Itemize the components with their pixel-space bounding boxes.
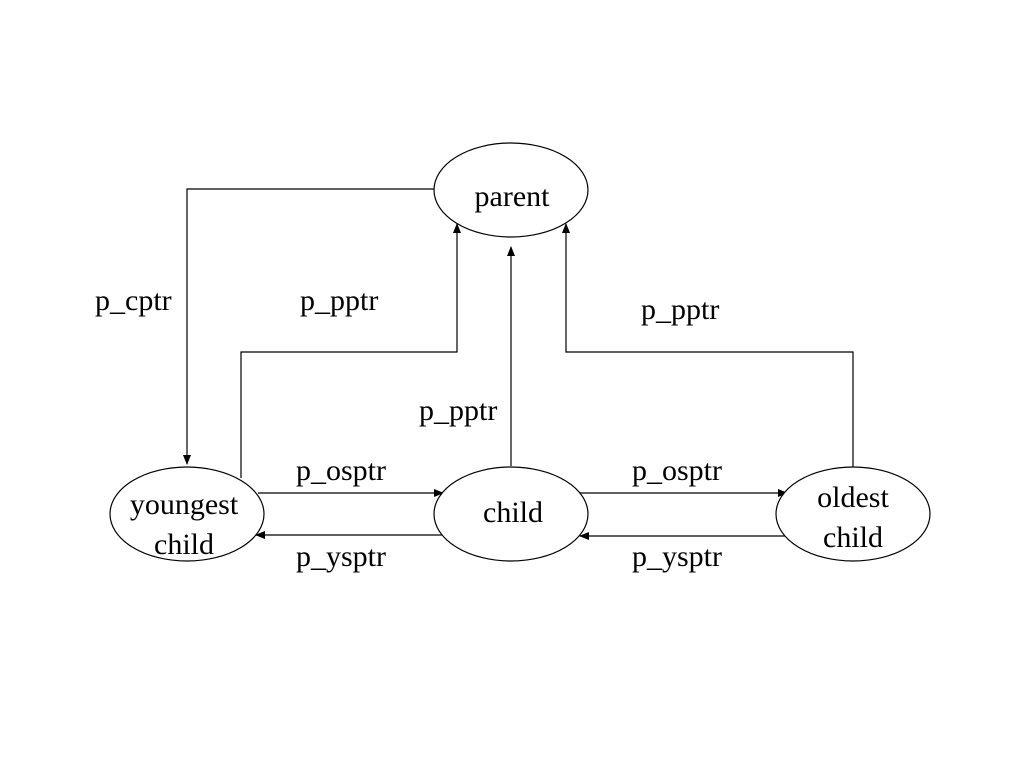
node-child-label: child: [483, 496, 543, 529]
edge-label-p-cptr: p_cptr: [95, 284, 172, 317]
edge-label-p-ysptr-left: p_ysptr: [296, 540, 386, 573]
node-youngest-child: youngest child: [109, 466, 265, 562]
edge-label-p-osptr-left: p_osptr: [296, 454, 386, 487]
node-child-shape: [433, 466, 589, 562]
node-youngest-child-label-line2: child: [154, 528, 214, 561]
edge-label-p-pptr-youngest: p_pptr: [300, 284, 378, 317]
node-parent-label: parent: [475, 180, 551, 213]
edge-p-cptr: [183, 188, 434, 465]
edge-label-p-ysptr-right: p_ysptr: [632, 540, 722, 573]
node-child: child: [433, 466, 589, 562]
edge-label-p-pptr-child: p_pptr: [419, 394, 497, 427]
node-oldest-child: oldest child: [775, 466, 931, 562]
node-parent-shape: [433, 142, 589, 238]
edge-p-pptr-youngest: [240, 223, 461, 478]
node-oldest-child-label-line1: oldest: [817, 481, 889, 514]
node-oldest-child-shape: [775, 466, 931, 562]
edge-labels: p_cptr p_pptr p_pptr p_pptr p_osptr p_ys…: [95, 284, 722, 573]
edges: [183, 188, 854, 540]
edge-label-p-osptr-right: p_osptr: [632, 454, 722, 487]
edge-label-p-pptr-oldest: p_pptr: [641, 293, 719, 326]
node-youngest-child-shape: [109, 466, 265, 562]
edge-p-pptr-oldest: [562, 223, 854, 467]
node-oldest-child-label-line2: child: [823, 521, 883, 554]
node-youngest-child-label-line1: youngest: [130, 488, 239, 521]
node-parent: parent: [433, 142, 589, 238]
